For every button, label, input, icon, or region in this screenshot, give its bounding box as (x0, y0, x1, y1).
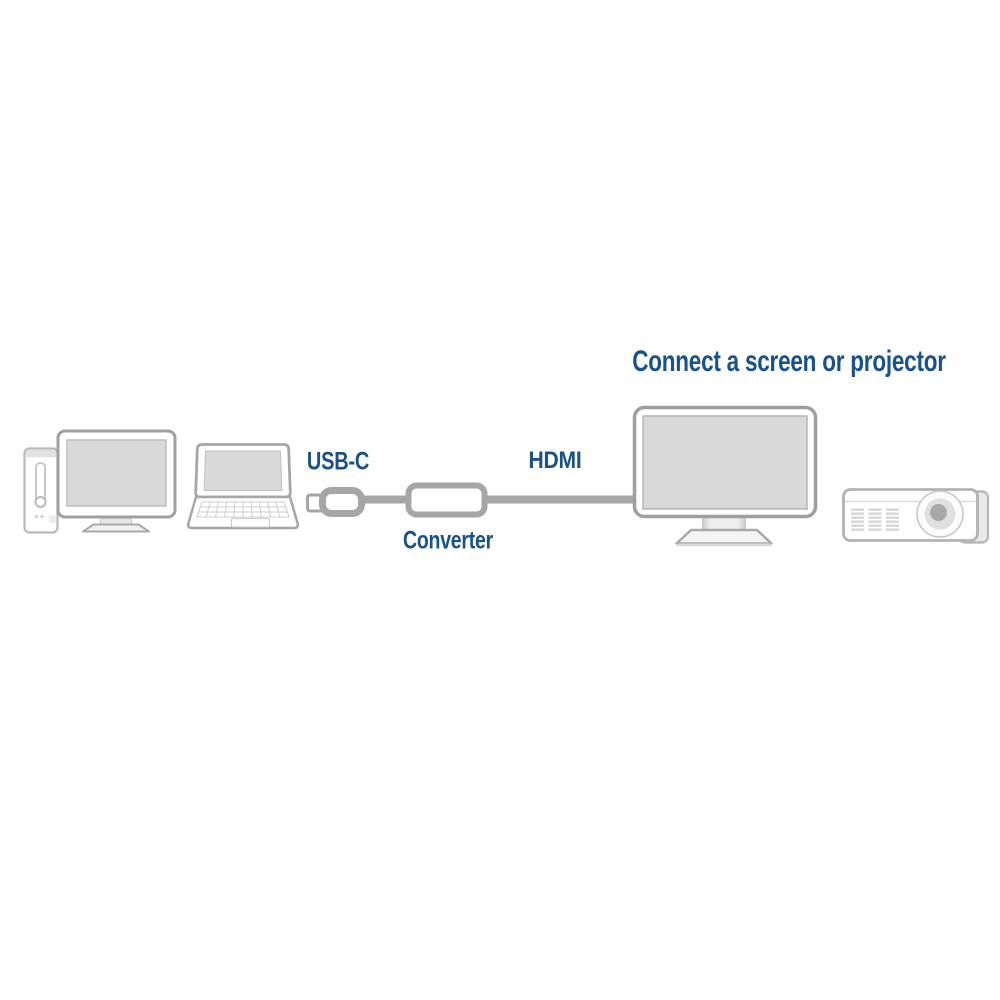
laptop-icon (186, 443, 300, 530)
converter-label: Converter (402, 526, 494, 555)
desktop-monitor-icon (56, 429, 177, 533)
usb-c-label: USB-C (306, 447, 370, 476)
laptop-screen (203, 450, 283, 491)
monitor-stand-base (675, 528, 773, 545)
monitor-screen (66, 439, 167, 507)
monitor-screen (642, 415, 808, 510)
projector-icon (842, 488, 990, 544)
usb-c-plug-icon (306, 487, 365, 517)
projector-lens-icon (916, 490, 964, 538)
laptop-touchpad (231, 518, 270, 528)
laptop-keyboard (196, 501, 290, 518)
external-monitor-icon (632, 405, 818, 547)
monitor-stand-neck (702, 517, 746, 530)
projector-vents (851, 508, 899, 531)
diagram-title: Connect a screen or projector (632, 345, 946, 378)
converter-icon (405, 482, 488, 518)
desktop-tower-icon (23, 447, 59, 534)
monitor-stand-base (82, 523, 150, 533)
hdmi-label: HDMI (528, 447, 582, 474)
power-button-icon (34, 496, 47, 508)
